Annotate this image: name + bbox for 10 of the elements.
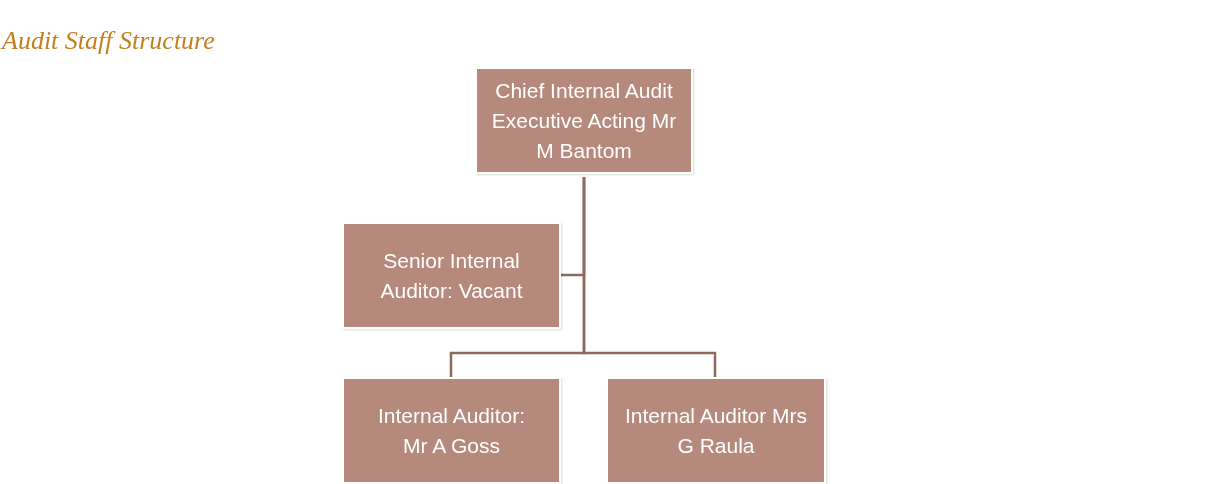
org-box — [475, 67, 693, 174]
box-label: Internal Auditor: Mr A Goss — [376, 403, 527, 459]
org-box — [342, 377, 561, 484]
box-label: Chief Internal Audit Executive Acting Mr M Bantom — [491, 77, 677, 164]
box-label: Senior Internal Auditor: Vacant — [379, 247, 524, 304]
chart-title: Audit Staff Structure — [2, 26, 215, 56]
org-box — [606, 377, 826, 484]
org-box — [342, 222, 561, 329]
connector-line — [582, 177, 717, 377]
box-label: Internal Auditor Mrs G Raula — [623, 403, 809, 459]
